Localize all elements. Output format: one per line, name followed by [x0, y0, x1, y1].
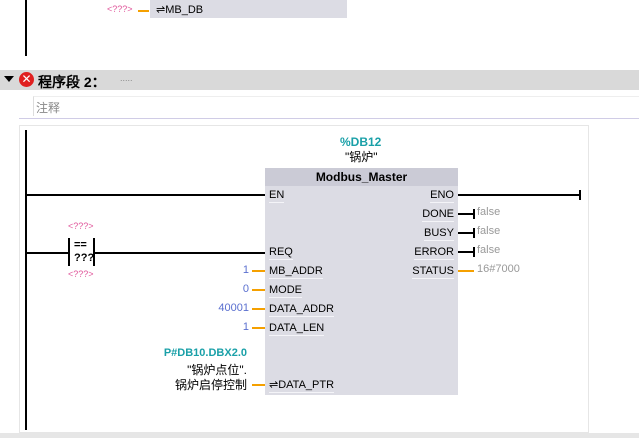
pin-busy: BUSY [424, 227, 454, 241]
instance-name[interactable]: "锅炉" [345, 150, 378, 164]
comment-field[interactable]: 注释 [33, 96, 639, 116]
collapse-triangle-icon[interactable] [4, 76, 14, 82]
wire-end [473, 209, 475, 219]
pin-eno: ENO [430, 189, 454, 203]
function-block[interactable]: Modbus_Master EN REQ MB_ADDR MODE DATA_A… [265, 168, 458, 395]
wire [458, 213, 474, 215]
block-name: Modbus_Master [265, 168, 458, 186]
prev-param-value[interactable]: <???> [107, 4, 133, 14]
pin-error: ERROR [414, 246, 454, 260]
contact-operand-top[interactable]: <???> [68, 221, 94, 231]
rung-en [25, 194, 265, 196]
eno-wire [458, 194, 580, 196]
rung-req-right [95, 252, 265, 254]
wire [458, 270, 474, 272]
contact-left-bar [68, 238, 70, 266]
prev-block: ⇌MB_DB [150, 0, 347, 18]
contact-type[interactable]: ??? [74, 252, 95, 264]
wire-end [473, 247, 475, 257]
divider [19, 118, 639, 119]
status-value: 16#7000 [477, 263, 520, 275]
eno-end [579, 190, 581, 200]
done-value: false [477, 206, 501, 218]
data-ptr-line1[interactable]: "锅炉点位". [187, 363, 247, 377]
wire [252, 327, 265, 329]
power-rail-prev [25, 0, 27, 56]
data-len-value[interactable]: 1 [242, 321, 249, 333]
pin-data-ptr: ⇌DATA_PTR [269, 379, 335, 393]
pin-status: STATUS [412, 265, 454, 279]
contact-right-bar [93, 238, 95, 266]
data-addr-value[interactable]: 40001 [218, 302, 249, 314]
pin-data-len: DATA_LEN [269, 322, 325, 336]
pin-data-addr: DATA_ADDR [269, 303, 334, 317]
error-value: false [477, 244, 501, 256]
wire [458, 251, 474, 253]
network-title: 程序段 2： [38, 74, 106, 90]
ladder-area [19, 125, 589, 433]
wire [252, 308, 265, 310]
wire [252, 384, 265, 386]
mb-addr-value[interactable]: 1 [242, 264, 249, 276]
pin-mb-db: ⇌MB_DB [156, 4, 204, 16]
power-rail [25, 130, 27, 430]
wire [138, 10, 149, 12]
data-ptr-line2[interactable]: 锅炉启停控制 [174, 378, 247, 392]
network-title-dots[interactable]: ..... [120, 73, 133, 83]
contact-operand-bottom[interactable]: <???> [68, 269, 94, 279]
mode-value[interactable]: 0 [242, 283, 249, 295]
busy-value: false [477, 225, 501, 237]
wire [252, 289, 265, 291]
instance-address[interactable]: %DB12 [340, 135, 382, 149]
next-network-bar [0, 433, 639, 438]
network-header[interactable]: ✕ 程序段 2： ..... [0, 70, 639, 90]
pin-mb-addr: MB_ADDR [269, 265, 323, 279]
pin-mode: MODE [269, 284, 302, 298]
comment-placeholder: 注释 [36, 101, 61, 115]
wire [458, 232, 474, 234]
pin-done: DONE [422, 208, 454, 222]
pin-en: EN [269, 189, 285, 203]
error-icon: ✕ [19, 72, 34, 87]
wire [252, 270, 265, 272]
rung-req-left [25, 252, 68, 254]
data-ptr-address[interactable]: P#DB10.DBX2.0 [163, 347, 247, 359]
wire-end [473, 228, 475, 238]
pin-req: REQ [269, 246, 293, 260]
contact-operator: == [74, 239, 87, 251]
